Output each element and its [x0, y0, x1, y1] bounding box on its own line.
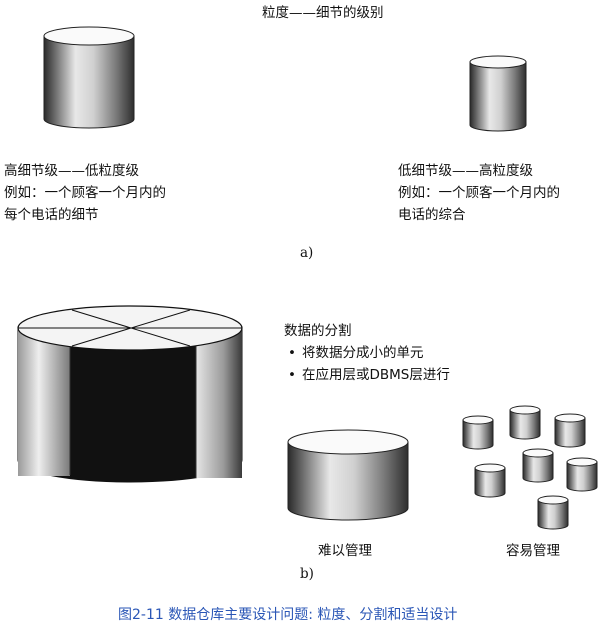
partition-bullet-1: 将数据分成小的单元: [288, 344, 424, 362]
cylinder-low-detail: [469, 55, 527, 132]
granularity-heading: 粒度——细节的级别: [262, 5, 384, 21]
small-cylinder: [509, 405, 541, 440]
figure-caption: 图2-11 数据仓库主要设计问题: 粒度、分割和适当设计: [118, 607, 458, 623]
easy-to-manage-label: 容易管理: [506, 543, 560, 559]
small-cylinder: [537, 495, 569, 530]
cylinder-high-detail: [43, 26, 135, 129]
part-b-label: b): [300, 566, 314, 582]
right-desc-line3: 电话的综合: [398, 207, 466, 223]
small-cylinder: [522, 448, 554, 483]
small-cylinder-group: [462, 405, 598, 530]
small-cylinder: [462, 415, 494, 450]
part-a-label: a): [300, 245, 314, 261]
left-desc-line1: 高细节级——低粒度级: [4, 163, 139, 179]
cylinder-hard-to-manage: [287, 429, 409, 521]
right-desc-line2: 例如：一个顾客一个月内的: [398, 185, 560, 201]
hard-to-manage-label: 难以管理: [318, 543, 372, 559]
left-desc-line2: 例如：一个顾客一个月内的: [4, 185, 166, 201]
right-desc-line1: 低细节级——高粒度级: [398, 163, 533, 179]
partition-bullet-2: 在应用层或DBMS层进行: [288, 366, 450, 384]
small-cylinder: [566, 457, 598, 492]
small-cylinder: [474, 463, 506, 498]
small-cylinder: [554, 413, 586, 448]
partition-heading: 数据的分割: [284, 323, 352, 339]
partitioned-big-cylinder: [17, 305, 243, 483]
left-desc-line3: 每个电话的细节: [4, 207, 99, 223]
